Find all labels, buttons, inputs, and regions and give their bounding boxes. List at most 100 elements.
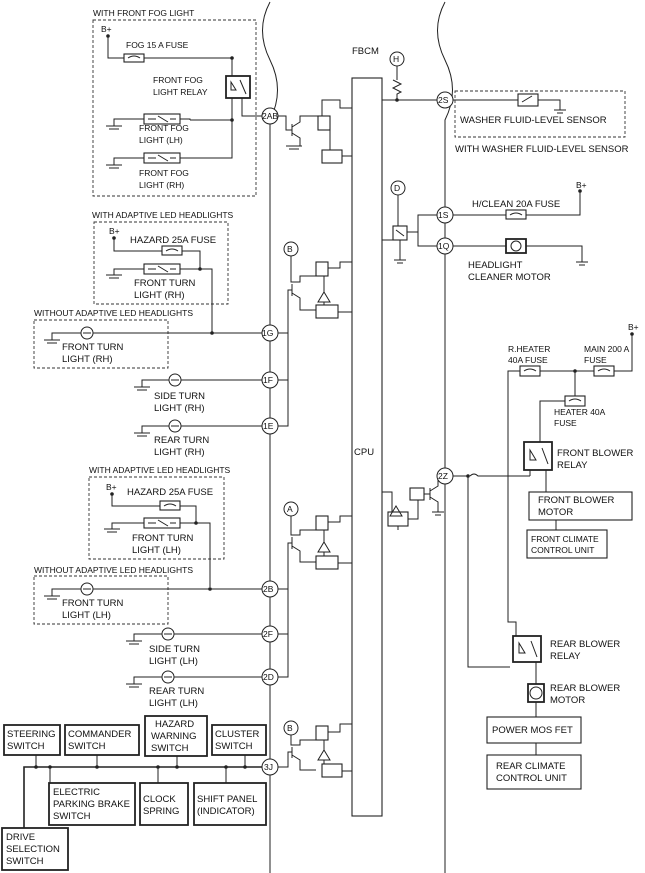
terminal-2z-label: 2Z (438, 471, 448, 481)
drive-label-2: SELECTION (6, 844, 60, 855)
power-mos-fet (486, 716, 582, 744)
connector-a-label: A (287, 504, 293, 514)
hazard-lh-fuse-symbol (159, 500, 181, 511)
fog-lh-label-2: LIGHT (LH) (139, 135, 183, 145)
rear-rh-label-2: LIGHT (RH) (154, 447, 205, 458)
rbm-label-1: REAR BLOWER (550, 683, 620, 694)
hl-cleaner-label-2: CLEANER MOTOR (468, 272, 551, 283)
clock-label-1: CLOCK (143, 794, 176, 805)
front-fog-light-relay (225, 75, 251, 99)
washer-sensor-label: WASHER FLUID-LEVEL SENSOR (460, 115, 607, 126)
rear-rh-label-1: REAR TURN (154, 435, 209, 446)
commander-switch (64, 724, 140, 756)
rbr-label-1: REAR BLOWER (550, 639, 620, 650)
without-adaptive-lh-box (33, 575, 169, 625)
bus-driver-gate (315, 725, 329, 741)
side-lh-label-1: SIDE TURN (149, 644, 200, 655)
main-fuse-label-2: FUSE (584, 355, 607, 365)
without-adaptive-lh-label: WITHOUT ADAPTIVE LED HEADLIGHTS (34, 565, 193, 575)
main-fuse-label-1: MAIN 200 A (584, 344, 630, 354)
fccu-label-2: CONTROL UNIT (531, 545, 594, 555)
fog-relay-label-2: LIGHT RELAY (153, 87, 208, 97)
ft-lh-label-2: LIGHT (LH) (62, 610, 111, 621)
hclean-fuse-symbol (505, 209, 527, 220)
clock-spring (139, 782, 189, 826)
front-climate-control-unit (526, 529, 608, 559)
rear-lh-label-1: REAR TURN (149, 686, 204, 697)
epb-label-2: PARKING BRAKE (53, 799, 130, 810)
drive-label-3: SWITCH (6, 856, 44, 867)
with-adaptive-rh-box (93, 221, 229, 305)
fog-driver-gate (317, 115, 331, 131)
blower-driver-gate (409, 487, 425, 501)
shift-label-1: SHIFT PANEL (197, 794, 257, 805)
bus-driver-block (321, 763, 343, 778)
without-adaptive-rh-label: WITHOUT ADAPTIVE LED HEADLIGHTS (34, 308, 193, 318)
fog-fuse-label: FOG 15 A FUSE (126, 40, 189, 50)
electric-parking-brake-switch (48, 782, 136, 826)
terminal-1f-label: 1F (263, 375, 273, 385)
hclean-bplus-label: B+ (576, 180, 587, 190)
terminal-1e-label: 1E (263, 421, 274, 431)
fog-bplus-label: B+ (101, 24, 112, 34)
rccu-label-2: CONTROL UNIT (496, 773, 567, 784)
shift-label-2: (INDICATOR) (197, 806, 255, 817)
hazard-lh-bplus-label: B+ (106, 482, 117, 492)
fog-rh-label-2: LIGHT (RH) (139, 180, 184, 190)
side-rh-label-1: SIDE TURN (154, 391, 205, 402)
terminal-2d-label: 2D (263, 672, 274, 682)
lh-turn-driver-block (315, 555, 339, 570)
hazard-label-3: SWITCH (151, 743, 189, 754)
hl-cleaner-label-1: HEADLIGHT (468, 260, 523, 271)
hazard-rh-fuse-symbol (161, 245, 183, 256)
side-lh-label-2: LIGHT (LH) (149, 656, 198, 667)
fog-relay-label-1: FRONT FOG (153, 75, 203, 85)
rear-lh-label-2: LIGHT (LH) (149, 698, 198, 709)
cluster-label-2: SWITCH (215, 741, 253, 752)
connector-b-1-label: B (287, 244, 293, 254)
terminal-1s-label: 1S (438, 210, 449, 220)
clock-label-2: SPRING (143, 806, 179, 817)
with-adaptive-lh-box (88, 476, 225, 560)
rccu-label-1: REAR CLIMATE (496, 761, 566, 772)
fog-fuse-symbol (123, 53, 145, 63)
front-blower-motor (528, 491, 633, 521)
commander-label-1: COMMANDER (68, 729, 131, 740)
rheater-fuse-label-1: R.HEATER (508, 344, 550, 354)
mosfet-label: POWER MOS FET (492, 725, 573, 736)
fog-lh-label-1: FRONT FOG (139, 123, 189, 133)
ft-rh-label-1: FRONT TURN (62, 342, 124, 353)
steering-switch (3, 724, 61, 756)
terminal-1g-label: 1G (262, 328, 273, 338)
drive-label-1: DRIVE (6, 832, 35, 843)
hazard-warning-switch (144, 715, 208, 757)
connector-b-2-label: B (287, 723, 293, 733)
lh-turn-driver-gate (315, 515, 329, 531)
epb-label-1: ELECTRIC (53, 787, 100, 798)
rbr-label-2: RELAY (550, 651, 581, 662)
with-front-fog-box (92, 19, 257, 197)
rbm-label-2: MOTOR (550, 695, 585, 706)
fccu-label-1: FRONT CLIMATE (531, 534, 599, 544)
cpu-block (351, 77, 383, 817)
terminal-1q-label: 1Q (438, 241, 450, 251)
ft-rh-adaptive-label-1: FRONT TURN (134, 278, 196, 289)
hazard-lh-fuse-label: HAZARD 25A FUSE (127, 487, 213, 498)
fbm-label-1: FRONT BLOWER (538, 495, 614, 506)
heater-fuse-label-2: FUSE (554, 418, 577, 428)
fbcm-label: FBCM (352, 46, 379, 57)
terminal-2s-label: 2S (438, 95, 449, 105)
ft-lh-label-1: FRONT TURN (62, 598, 124, 609)
fog-driver-block (321, 149, 343, 164)
hazard-label-2: WARNING (151, 731, 197, 742)
hclean-fuse-label: H/CLEAN 20A FUSE (472, 199, 560, 210)
terminal-2f-label: 2F (263, 629, 273, 639)
front-blower-relay (523, 441, 553, 471)
with-washer-sensor-label: WITH WASHER FLUID-LEVEL SENSOR (455, 144, 629, 155)
heater-40a-fuse (564, 395, 586, 407)
shift-panel-indicator (193, 782, 267, 826)
connector-d-label: D (394, 183, 400, 193)
rheater-fuse-label-2: 40A FUSE (508, 355, 548, 365)
